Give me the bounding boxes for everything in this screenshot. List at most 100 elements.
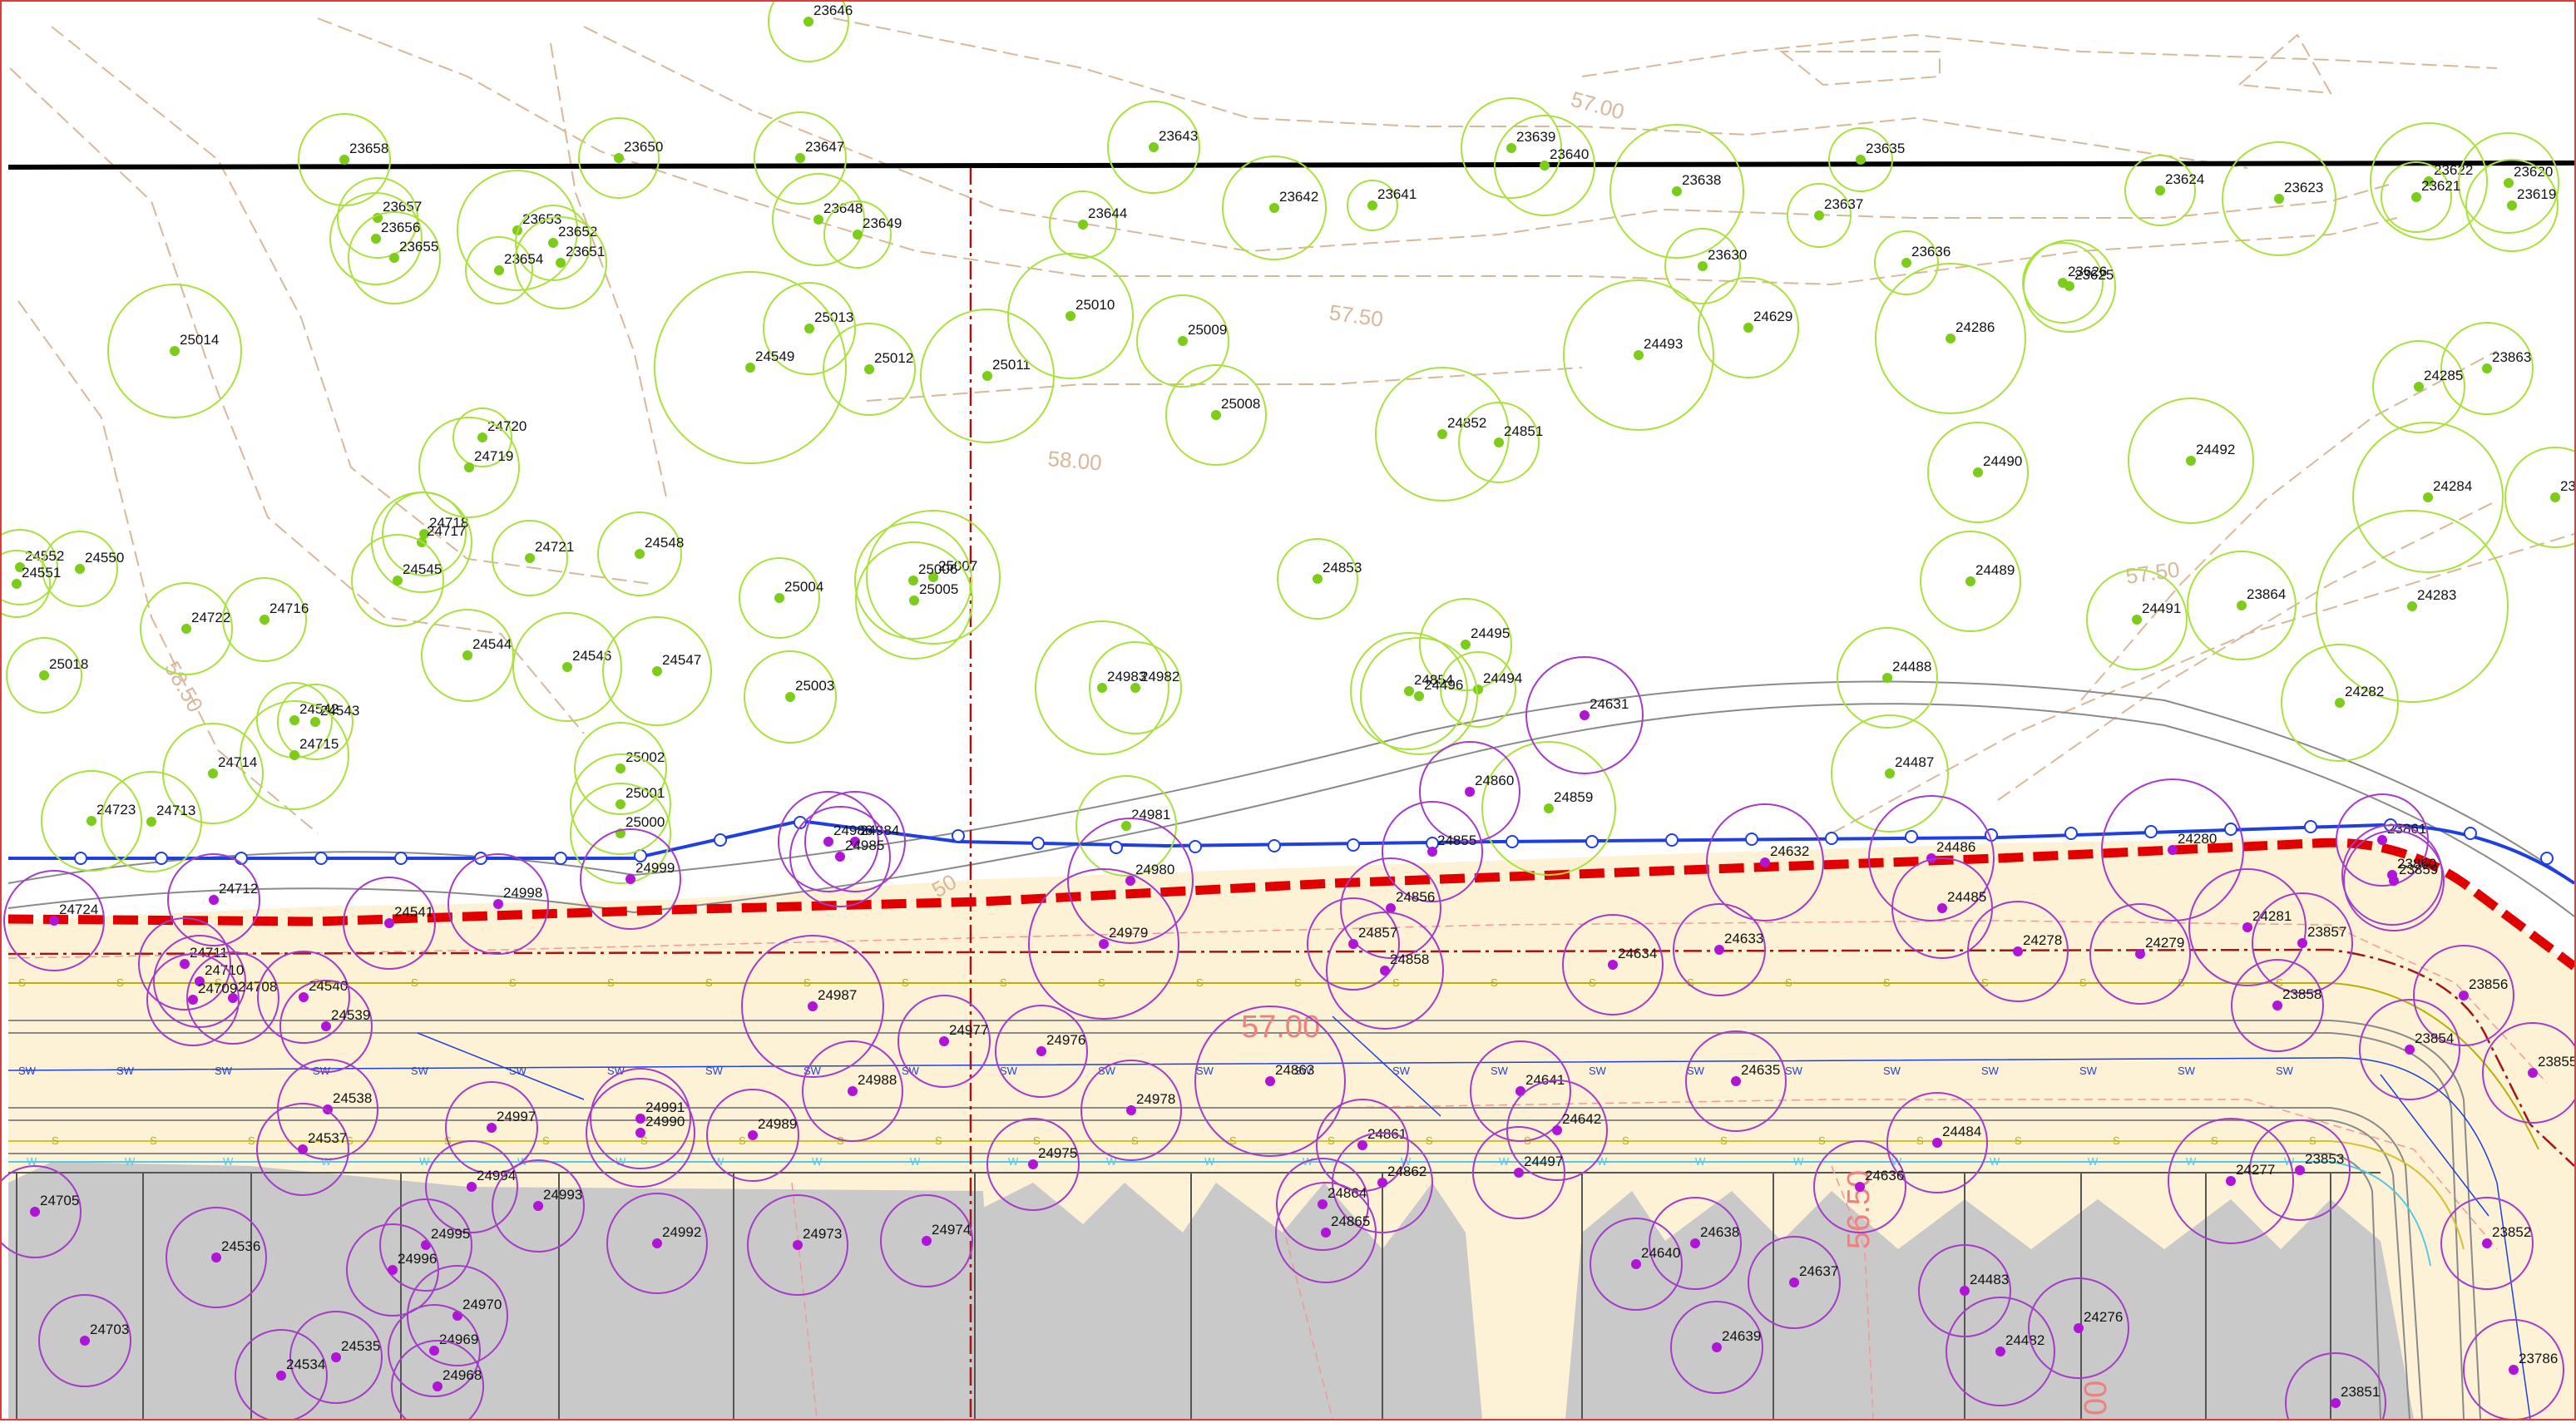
existing-tree-24282[interactable]: 24282 — [2281, 644, 2399, 762]
removed-tree-24640[interactable]: 24640 — [1590, 1218, 1683, 1311]
removed-tree-24992[interactable]: 24992 — [606, 1193, 708, 1294]
removed-tree-24974[interactable]: 24974 — [880, 1194, 973, 1287]
removed-tree-24538[interactable]: 24538 — [277, 1059, 378, 1160]
existing-tree-23652[interactable]: 23652 — [515, 205, 597, 281]
existing-tree-23862[interactable]: 23862 — [2504, 447, 2576, 548]
existing-tree-23647[interactable]: 23647 — [754, 111, 847, 205]
removed-tree-23855[interactable]: 23855 — [2482, 1022, 2576, 1124]
existing-tree-25007[interactable]: 25007 — [866, 510, 1001, 645]
removed-tree-24991[interactable]: 24991 — [590, 1068, 691, 1169]
removed-tree-24999[interactable]: 24999 — [580, 828, 681, 930]
existing-tree-24546[interactable]: 24546 — [512, 612, 622, 722]
existing-tree-24283[interactable]: 24283 — [2316, 510, 2509, 703]
removed-tree-24975[interactable]: 24975 — [986, 1118, 1080, 1211]
removed-tree-24535[interactable]: 24535 — [289, 1311, 383, 1404]
removed-tree-24970[interactable]: 24970 — [407, 1265, 508, 1366]
removed-tree-23858[interactable]: 23858 — [2231, 959, 2324, 1052]
existing-tree-24549[interactable]: 24549 — [654, 271, 847, 464]
removed-tree-24631[interactable]: 24631 — [1525, 656, 1644, 774]
removed-tree-24642[interactable]: 24642 — [1506, 1080, 1608, 1181]
existing-tree-24719[interactable]: 24719 — [418, 417, 520, 518]
removed-tree-24986[interactable]: 24986 — [778, 791, 879, 892]
existing-tree-23654[interactable]: 23654 — [465, 236, 543, 304]
removed-tree-23856[interactable]: 23856 — [2413, 945, 2514, 1046]
existing-tree-24720[interactable]: 24720 — [452, 408, 527, 467]
removed-tree-23854[interactable]: 23854 — [2359, 999, 2460, 1100]
existing-tree-25003[interactable]: 25003 — [744, 650, 837, 744]
existing-tree-24284[interactable]: 24284 — [2352, 422, 2504, 573]
existing-tree-24489[interactable]: 24489 — [1920, 531, 2021, 632]
removed-tree-24855[interactable]: 24855 — [1382, 801, 1483, 902]
existing-tree-24859[interactable]: 24859 — [1481, 741, 1616, 876]
existing-tree-25009[interactable]: 25009 — [1136, 294, 1229, 388]
removed-tree-23857[interactable]: 23857 — [2252, 892, 2353, 994]
removed-tree-24536[interactable]: 24536 — [166, 1207, 267, 1308]
removed-tree-23853[interactable]: 23853 — [2249, 1119, 2351, 1221]
removed-tree-24997[interactable]: 24997 — [445, 1081, 538, 1174]
existing-tree-24713[interactable]: 24713 — [101, 771, 202, 872]
existing-tree-25014[interactable]: 25014 — [107, 284, 242, 418]
removed-tree-24710[interactable]: 24710 — [153, 935, 246, 1028]
removed-tree-24539[interactable]: 24539 — [279, 980, 373, 1073]
removed-tree-24483[interactable]: 24483 — [1918, 1244, 2011, 1337]
existing-tree-23630[interactable]: 23630 — [1664, 228, 1747, 304]
removed-tree-24709[interactable]: 24709 — [146, 953, 240, 1046]
existing-tree-23864[interactable]: 23864 — [2187, 551, 2297, 660]
removed-tree-24988[interactable]: 24988 — [802, 1040, 903, 1142]
existing-tree-23635[interactable]: 23635 — [1828, 127, 1905, 192]
removed-tree-24724[interactable]: 24724 — [3, 870, 105, 971]
existing-tree-24852[interactable]: 24852 — [1375, 367, 1510, 502]
existing-tree-23658[interactable]: 23658 — [298, 113, 391, 206]
removed-tree-24634[interactable]: 24634 — [1562, 914, 1664, 1015]
removed-tree-23852[interactable]: 23852 — [2440, 1197, 2534, 1290]
removed-tree-24860[interactable]: 24860 — [1419, 741, 1520, 842]
existing-tree-23655[interactable]: 23655 — [348, 211, 441, 304]
existing-tree-24544[interactable]: 24544 — [421, 609, 514, 702]
removed-tree-24989[interactable]: 24989 — [706, 1089, 799, 1182]
existing-tree-23623[interactable]: 23623 — [2222, 141, 2336, 256]
existing-tree-24492[interactable]: 24492 — [2128, 398, 2254, 524]
removed-tree-24969[interactable]: 24969 — [388, 1304, 481, 1397]
removed-tree-24973[interactable]: 24973 — [747, 1194, 848, 1296]
removed-tree-24636[interactable]: 24636 — [1813, 1140, 1906, 1233]
removed-tree-24858[interactable]: 24858 — [1326, 912, 1444, 1030]
existing-tree-24496[interactable]: 24496 — [1360, 637, 1478, 755]
existing-tree-24551[interactable]: 24551 — [0, 550, 61, 618]
removed-tree-23859[interactable]: 23859 — [2343, 830, 2445, 931]
removed-tree-24633[interactable]: 24633 — [1673, 903, 1766, 996]
existing-tree-23639[interactable]: 23639 — [1461, 97, 1562, 199]
existing-tree-23619[interactable]: 23619 — [2465, 159, 2559, 252]
existing-tree-23638[interactable]: 23638 — [1609, 124, 1744, 259]
removed-tree-24705[interactable]: 24705 — [0, 1165, 82, 1258]
existing-tree-23649[interactable]: 23649 — [823, 200, 902, 269]
existing-tree-23624[interactable]: 23624 — [2124, 155, 2204, 226]
removed-tree-24482[interactable]: 24482 — [1946, 1297, 2055, 1406]
existing-tree-24983[interactable]: 24983 — [1035, 620, 1169, 755]
existing-tree-24488[interactable]: 24488 — [1837, 627, 1938, 729]
removed-tree-24497[interactable]: 24497 — [1472, 1126, 1565, 1219]
removed-tree-24865[interactable]: 24865 — [1275, 1182, 1377, 1283]
removed-tree-24985[interactable]: 24985 — [789, 806, 891, 907]
existing-tree-25018[interactable]: 25018 — [6, 637, 88, 714]
removed-tree-24968[interactable]: 24968 — [391, 1340, 484, 1423]
removed-tree-24863[interactable]: 24863 — [1194, 1005, 1346, 1157]
removed-tree-24976[interactable]: 24976 — [995, 1005, 1088, 1098]
existing-tree-24493[interactable]: 24493 — [1563, 279, 1714, 431]
existing-tree-24982[interactable]: 24982 — [1089, 641, 1182, 734]
existing-tree-24490[interactable]: 24490 — [1927, 422, 2029, 523]
existing-tree-24629[interactable]: 24629 — [1698, 277, 1799, 378]
existing-tree-23641[interactable]: 23641 — [1347, 180, 1417, 231]
removed-tree-24280[interactable]: 24280 — [2101, 778, 2244, 921]
removed-tree-24703[interactable]: 24703 — [38, 1294, 131, 1387]
existing-tree-25000[interactable]: 25000 — [570, 783, 671, 884]
removed-tree-24641[interactable]: 24641 — [1470, 1040, 1571, 1142]
removed-tree-24998[interactable]: 24998 — [447, 853, 549, 955]
existing-tree-23656[interactable]: 23656 — [329, 192, 423, 285]
removed-tree-24857[interactable]: 24857 — [1307, 897, 1400, 991]
removed-tree-24994[interactable]: 24994 — [425, 1140, 518, 1233]
removed-tree-24864[interactable]: 24864 — [1276, 1158, 1369, 1251]
existing-tree-24550[interactable]: 24550 — [42, 531, 124, 607]
existing-tree-23648[interactable]: 23648 — [772, 173, 865, 266]
existing-tree-23653[interactable]: 23653 — [457, 170, 578, 291]
